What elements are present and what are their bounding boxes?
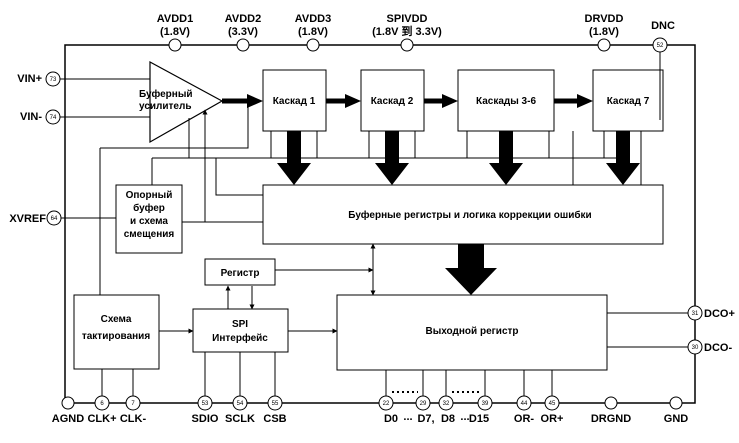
pin-label-csb: CSB	[263, 413, 286, 425]
pin-number-sdio: 53	[202, 401, 209, 407]
pin-voltage-avdd3: (1.8V)	[298, 26, 328, 38]
stage-3-6-label: Каскады 3-6	[476, 96, 536, 107]
clocking-label-2: тактирования	[82, 331, 150, 342]
reference-buffer-label-2: буфер	[133, 202, 165, 214]
pin-label-avdd1: AVDD1	[157, 13, 193, 25]
pin-label-or-minus: OR-	[514, 413, 535, 425]
pin-label-d0: D0	[384, 413, 398, 425]
register-label: Регистр	[221, 268, 260, 279]
pin-number-clk-plus: 6	[100, 401, 104, 407]
pin-number-or-minus: 44	[521, 401, 528, 407]
pin-label-vin-minus: VIN-	[20, 111, 42, 123]
pin-label-drgnd: DRGND	[591, 413, 631, 425]
output-register-label: Выходной регистр	[425, 326, 518, 337]
pin-number-vin-plus: 73	[50, 77, 57, 83]
pin-voltage-avdd2: (3.3V)	[228, 26, 258, 38]
pin-label-xvref: XVREF	[9, 213, 46, 225]
pin-label-or-plus: OR+	[541, 413, 564, 425]
stage-7-label: Каскад 7	[607, 96, 650, 107]
pin-label-avdd2: AVDD2	[225, 13, 261, 25]
wiring	[60, 52, 688, 396]
pin-voltage-drvdd: (1.8V)	[589, 26, 619, 38]
pin-number-xvref: 64	[51, 216, 58, 222]
register-block	[204, 258, 276, 286]
pin-drvdd	[597, 38, 611, 52]
pin-number-dco-plus: 31	[692, 311, 699, 317]
bus-ellipsis-1: ...	[403, 411, 412, 423]
pin-label-sdio: SDIO	[192, 413, 219, 425]
pin-label-dnc: DNC	[651, 20, 675, 32]
buffer-registers-label: Буферные регистры и логика коррекции оши…	[348, 209, 591, 221]
buffer-amplifier	[149, 60, 224, 144]
pin-label-clk-minus: CLK-	[120, 413, 147, 425]
reference-buffer-label-4: смещения	[124, 229, 175, 240]
pin-label-drvdd: DRVDD	[585, 13, 624, 25]
buffer-amplifier-label-1: Буферный	[139, 88, 193, 100]
pin-number-dnc: 52	[657, 43, 664, 49]
buffer-amplifier-label-2: усилитель	[139, 101, 191, 112]
pin-label-dco-minus: DCO-	[704, 342, 732, 354]
pin-number-csb: 55	[272, 401, 279, 407]
spi-interface-block	[192, 308, 289, 353]
pin-label-d15: D15	[469, 413, 489, 425]
pin-agnd	[61, 396, 75, 410]
pin-drgnd	[604, 396, 618, 410]
pin-label-d7: D7,	[417, 413, 434, 425]
reference-buffer-block	[115, 184, 183, 254]
stage-1-label: Каскад 1	[273, 96, 316, 107]
pin-voltage-avdd1: (1.8V)	[160, 26, 190, 38]
pin-avdd1	[168, 38, 182, 52]
pin-number-d8: 32	[443, 401, 450, 407]
bus-ellipsis-2: ...	[460, 411, 469, 423]
pin-label-gnd: GND	[664, 413, 689, 425]
stage-2-label: Каскад 2	[371, 96, 414, 107]
pin-gnd	[669, 396, 683, 410]
stage-1-block	[262, 69, 327, 132]
pin-spivdd	[400, 38, 414, 52]
pin-label-spivdd: SPIVDD	[387, 13, 428, 25]
pin-number-sclk: 54	[237, 401, 244, 407]
pin-number-d0: 22	[383, 401, 390, 407]
stage-2-block	[360, 69, 425, 132]
pin-label-vin-plus: VIN+	[17, 73, 42, 85]
pin-number-vin-minus: 74	[50, 115, 57, 121]
pipeline-arrows	[222, 94, 593, 108]
pin-number-clk-minus: 7	[131, 401, 135, 407]
spi-label-1: SPI	[232, 319, 248, 330]
pin-voltage-spivdd: (1.8V 到 3.3V)	[372, 24, 442, 38]
reference-buffer-label-1: Опорный	[126, 190, 173, 201]
clocking-label-1: Схема	[101, 314, 132, 325]
pin-avdd2	[236, 38, 250, 52]
pin-number-or-plus: 45	[549, 401, 556, 407]
pin-label-avdd3: AVDD3	[295, 13, 331, 25]
pin-label-agnd: AGND	[52, 413, 84, 425]
buffer-to-output-arrow	[445, 244, 497, 295]
pin-label-dco-plus: DCO+	[704, 308, 735, 320]
clocking-block	[73, 294, 160, 370]
spi-label-2: Интерфейс	[212, 332, 268, 344]
pin-label-clk-plus: CLK+	[87, 413, 116, 425]
pin-avdd3	[306, 38, 320, 52]
buffer-registers-block	[262, 184, 664, 245]
pin-label-sclk: SCLK	[225, 413, 255, 425]
pin-number-d7: 29	[420, 401, 427, 407]
output-register-block	[336, 294, 608, 371]
reference-buffer-label-3: и схема	[130, 216, 168, 227]
pin-number-d15: 39	[482, 401, 489, 407]
pin-number-dco-minus: 30	[692, 345, 699, 351]
pin-label-d8: D8	[441, 413, 455, 425]
